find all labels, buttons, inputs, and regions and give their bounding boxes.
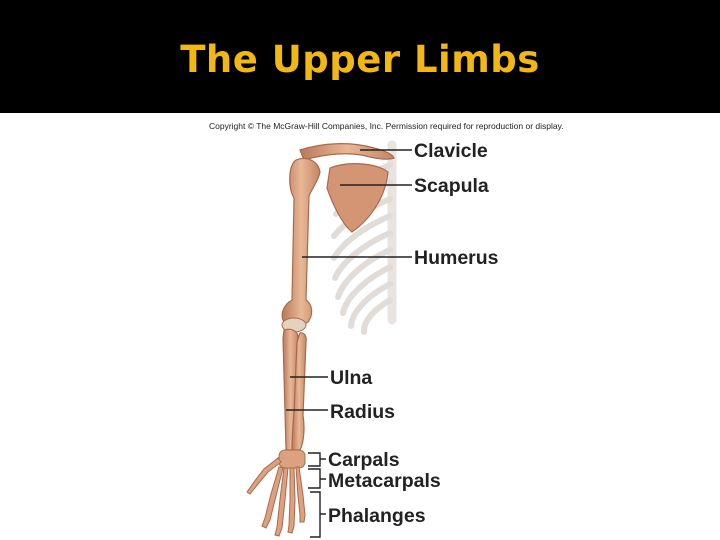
slide-title: The Upper Limbs [180, 38, 540, 81]
scapula-bone [326, 163, 389, 233]
finger-bones [295, 466, 306, 523]
finger-bones [287, 467, 296, 534]
label-scapula: Scapula [414, 175, 489, 197]
thumb-bones [246, 457, 282, 495]
hand-bones [246, 449, 306, 537]
title-bar [0, 0, 720, 113]
label-phalanges: Phalanges [328, 505, 426, 527]
radius-bone [291, 332, 307, 451]
finger-bones [261, 466, 284, 529]
label-ulna: Ulna [330, 367, 372, 389]
carpal-bones [278, 449, 306, 469]
copyright-notice: Copyright © The McGraw-Hill Companies, I… [209, 121, 564, 131]
label-humerus: Humerus [414, 247, 499, 269]
humerus-bone [281, 157, 321, 326]
label-clavicle: Clavicle [414, 140, 488, 162]
leader-lines [286, 149, 412, 538]
label-metacarpals: Metacarpals [328, 470, 441, 492]
finger-bones [274, 467, 289, 537]
label-radius: Radius [330, 401, 395, 423]
label-carpals: Carpals [328, 449, 400, 471]
clavicle-bone [299, 143, 395, 161]
